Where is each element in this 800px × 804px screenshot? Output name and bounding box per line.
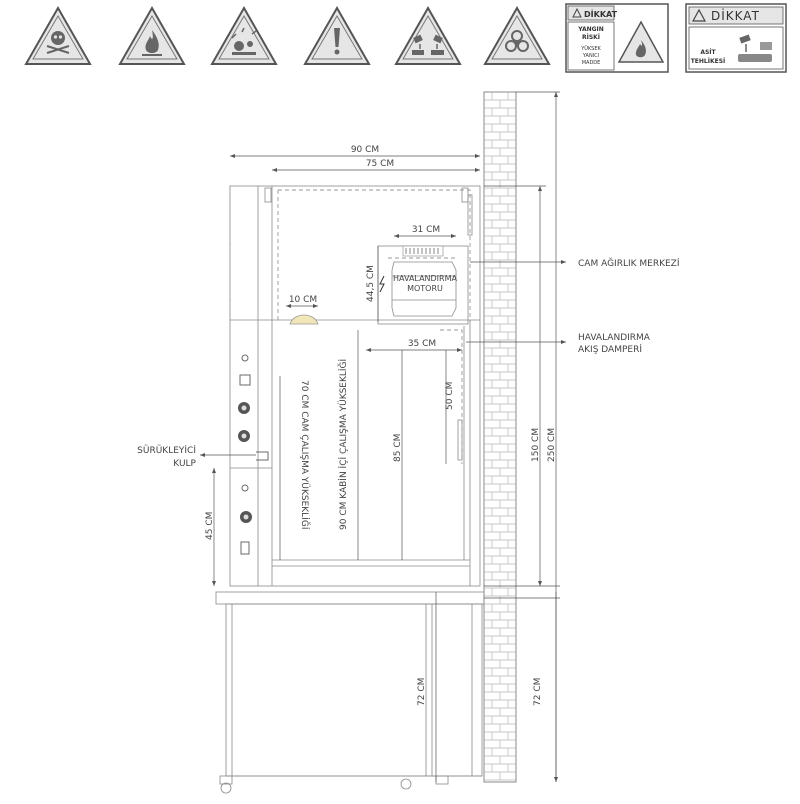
- cabinet-stand: [215, 591, 485, 794]
- dim-width-outer: 90 CM: [351, 145, 379, 155]
- callout-cam-center: CAM AĞIRLIK MERKEZİ: [578, 257, 680, 269]
- exclamation-icon: [303, 5, 371, 65]
- dim-damper-width: 35 CM: [408, 339, 436, 349]
- fire-sign-line4: YANICI: [582, 53, 599, 59]
- sliding-handle: [256, 451, 269, 461]
- dim-light-width: 10 CM: [289, 295, 317, 305]
- fire-sign-line2: RİSKİ: [582, 34, 600, 41]
- flame-icon: [118, 5, 186, 65]
- callout-labels: CAM AĞIRLIK MERKEZİ HAVALANDIRMA AKIŞ DA…: [137, 257, 679, 469]
- acid-sign-line2: TEHLİKESİ: [691, 58, 726, 65]
- fume-hood-cabinet: HAVALANDIRMA MOTORU: [229, 185, 481, 587]
- acid-hazard-sign: DİKKAT ASİT TEHLİKESİ: [685, 3, 787, 73]
- callout-damper-line1: HAVALANDIRMA: [578, 333, 651, 343]
- dim-height-150: 150 CM: [531, 428, 541, 462]
- switch-icon: [239, 374, 251, 386]
- caster-wheel-icon: [220, 782, 232, 794]
- valve-knob-icon: [238, 402, 250, 414]
- dim-handle-height: 45 CM: [205, 512, 215, 540]
- dim-damper-height: 50 CM: [445, 382, 455, 410]
- callout-handle-line1: SÜRÜKLEYİCİ: [137, 445, 196, 456]
- fire-sign-line3: YÜKSEK: [580, 45, 601, 52]
- dimension-lines: [200, 91, 566, 782]
- airflow-arrows-icon: [405, 248, 439, 254]
- dim-cabin-height: 90 CM KABİN İÇİ ÇALIŞMA YÜKSEKLİĞİ: [337, 359, 349, 530]
- skull-crossbones-icon: [24, 5, 92, 65]
- dim-height-250: 250 CM: [547, 428, 557, 462]
- motor-label-line2: MOTORU: [407, 284, 443, 293]
- warning-sign-row: DİKKAT YANGIN RİSKİ YÜKSEK YANICI MADDE …: [24, 3, 787, 73]
- socket-icon: [240, 541, 250, 555]
- acid-sign-line1: ASİT: [700, 49, 716, 56]
- fire-sign-header: DİKKAT: [584, 9, 618, 19]
- brick-wall: [483, 91, 517, 783]
- caster-wheel-icon: [400, 778, 412, 790]
- valve-knob-icon: [238, 430, 250, 442]
- valve-knob-icon: [240, 511, 252, 523]
- fire-risk-sign: DİKKAT YANGIN RİSKİ YÜKSEK YANICI MADDE: [565, 3, 669, 73]
- callout-handle-line2: KULP: [173, 459, 196, 469]
- flame-icon: [617, 20, 665, 63]
- dim-motor-height: 44,5 CM: [366, 265, 376, 302]
- acid-sign-header: DİKKAT: [711, 8, 760, 23]
- biohazard-icon: [483, 5, 551, 65]
- dim-motor-width: 31 CM: [412, 225, 440, 235]
- fire-sign-line5: MADDE: [582, 60, 601, 66]
- lamp-icon: [289, 314, 319, 325]
- corrosive-icon: [738, 34, 772, 62]
- dimension-labels: 90 CM 75 CM 31 CM 44,5 CM 10 CM 35 CM 50…: [205, 145, 557, 706]
- control-panel: [238, 354, 252, 555]
- electric-bolt-icon: [379, 275, 385, 293]
- dim-depth: 85 CM: [393, 434, 403, 462]
- indicator-light-icon: [241, 484, 249, 492]
- dim-glass-height: 70 CM CAM ÇALIŞMA YÜKSEKLİĞİ: [299, 380, 311, 529]
- ventilation-motor: HAVALANDIRMA MOTORU: [377, 245, 469, 325]
- indicator-light-icon: [241, 354, 249, 362]
- dim-stand-height-left: 72 CM: [417, 678, 427, 706]
- callout-damper-line2: AKIŞ DAMPERİ: [578, 344, 642, 355]
- motor-label-line1: HAVALANDIRMA: [393, 274, 457, 283]
- corrosive-icon: [394, 5, 462, 65]
- dim-width-inner: 75 CM: [366, 159, 394, 169]
- fire-sign-line1: YANGIN: [577, 26, 604, 33]
- airflow-damper: [440, 329, 463, 464]
- dim-stand-height-right: 72 CM: [533, 678, 543, 706]
- explosive-icon: [210, 5, 278, 65]
